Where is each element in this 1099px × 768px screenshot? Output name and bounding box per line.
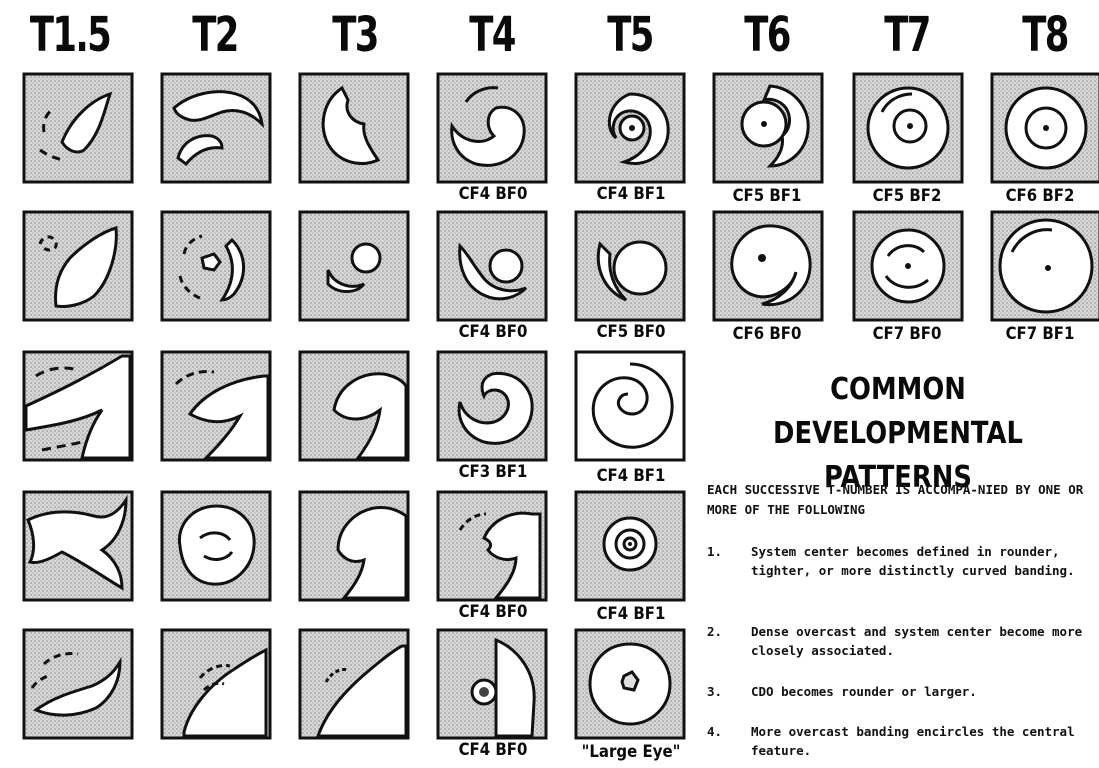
cloud-pattern-t6-row1 <box>712 72 824 184</box>
title-line-1: COMMON DEVELOPMENTAL <box>728 368 1069 456</box>
cloud-pattern-t1-5-row5 <box>22 628 134 740</box>
list-item: 4. More overcast banding encircles the c… <box>707 722 1099 760</box>
cf-bf-label: CF3 BF1 <box>436 462 550 482</box>
cf-bf-label: CF4 BF1 <box>574 184 688 204</box>
cloud-pattern-t2-row4 <box>160 490 272 602</box>
list-item: 1. System center becomes defined in roun… <box>707 542 1099 580</box>
cloud-pattern-t5-row2 <box>574 210 686 322</box>
large-eye-label: "Large Eye" <box>574 742 688 762</box>
list-item-text: More overcast banding encircles the cent… <box>751 722 1099 760</box>
cloud-pattern-t7-row1 <box>852 72 964 184</box>
cloud-pattern-t3-row5 <box>298 628 410 740</box>
cloud-pattern-t1-5-row3 <box>22 350 134 462</box>
cf-bf-label: CF5 BF2 <box>850 186 964 206</box>
cloud-pattern-t5-row1 <box>574 72 686 184</box>
list-item-number: 1. <box>707 542 751 580</box>
cloud-pattern-t8-row1 <box>990 72 1099 184</box>
cloud-pattern-t1-5-row4 <box>22 490 134 602</box>
intro-text: EACH SUCCESSIVE T-NUMBER IS ACCOMPA-NIED… <box>707 480 1099 520</box>
column-header-t7: T7 <box>858 4 956 66</box>
cf-bf-label: CF4 BF1 <box>574 466 688 486</box>
cloud-pattern-t4-row1 <box>436 72 548 184</box>
list-item: 3. CDO becomes rounder or larger. <box>707 682 1099 701</box>
list-item-number: 2. <box>707 622 751 660</box>
list-item: 2. Dense overcast and system center beco… <box>707 622 1099 660</box>
cloud-pattern-t2-row3 <box>160 350 272 462</box>
list-item-text: Dense overcast and system center become … <box>751 622 1099 660</box>
cloud-pattern-t4-row5 <box>436 628 548 740</box>
cf-bf-label: CF5 BF0 <box>574 322 688 342</box>
cloud-pattern-t5-row4 <box>574 490 686 602</box>
cf-bf-label: CF4 BF1 <box>574 604 688 624</box>
cloud-pattern-t2-row5 <box>160 628 272 740</box>
list-item-number: 3. <box>707 682 751 701</box>
cf-bf-label: CF6 BF0 <box>710 324 824 344</box>
cloud-pattern-t4-row2 <box>436 210 548 322</box>
cloud-pattern-t4-row4 <box>436 490 548 602</box>
list-item-text: System center becomes defined in rounder… <box>751 542 1099 580</box>
cloud-pattern-t5-row5 <box>574 628 686 740</box>
column-header-t8: T8 <box>996 4 1094 66</box>
cf-bf-label: CF6 BF2 <box>983 186 1097 206</box>
column-header-t3: T3 <box>306 4 404 66</box>
column-header-t5: T5 <box>581 4 679 66</box>
cloud-pattern-t3-row3 <box>298 350 410 462</box>
cf-bf-label: CF7 BF0 <box>850 324 964 344</box>
column-header-t2: T2 <box>166 4 264 66</box>
cloud-pattern-t6-row2 <box>712 210 824 322</box>
cloud-pattern-t1-5-row2 <box>22 210 134 322</box>
cf-bf-label: CF4 BF0 <box>436 322 550 342</box>
cloud-pattern-t4-row3 <box>436 350 548 462</box>
cf-bf-label: CF7 BF1 <box>983 324 1097 344</box>
cf-bf-label: CF5 BF1 <box>710 186 824 206</box>
cf-bf-label: CF4 BF0 <box>436 740 550 760</box>
column-header-t1-5: T1.5 <box>21 4 119 66</box>
cloud-pattern-t2-row1 <box>160 72 272 184</box>
cloud-pattern-t1-5-row1 <box>22 72 134 184</box>
cf-bf-label: CF4 BF0 <box>436 602 550 622</box>
list-item-number: 4. <box>707 722 751 760</box>
cf-bf-label: CF4 BF0 <box>436 184 550 204</box>
cloud-pattern-t2-row2 <box>160 210 272 322</box>
cloud-pattern-t3-row1 <box>298 72 410 184</box>
cloud-pattern-t5-row3 <box>574 350 686 462</box>
cloud-pattern-t3-row4 <box>298 490 410 602</box>
cloud-pattern-t7-row2 <box>852 210 964 322</box>
cloud-pattern-t8-row2 <box>990 210 1099 322</box>
list-item-text: CDO becomes rounder or larger. <box>751 682 1099 701</box>
column-header-t6: T6 <box>718 4 816 66</box>
cloud-pattern-t3-row2 <box>298 210 410 322</box>
column-header-t4: T4 <box>443 4 541 66</box>
